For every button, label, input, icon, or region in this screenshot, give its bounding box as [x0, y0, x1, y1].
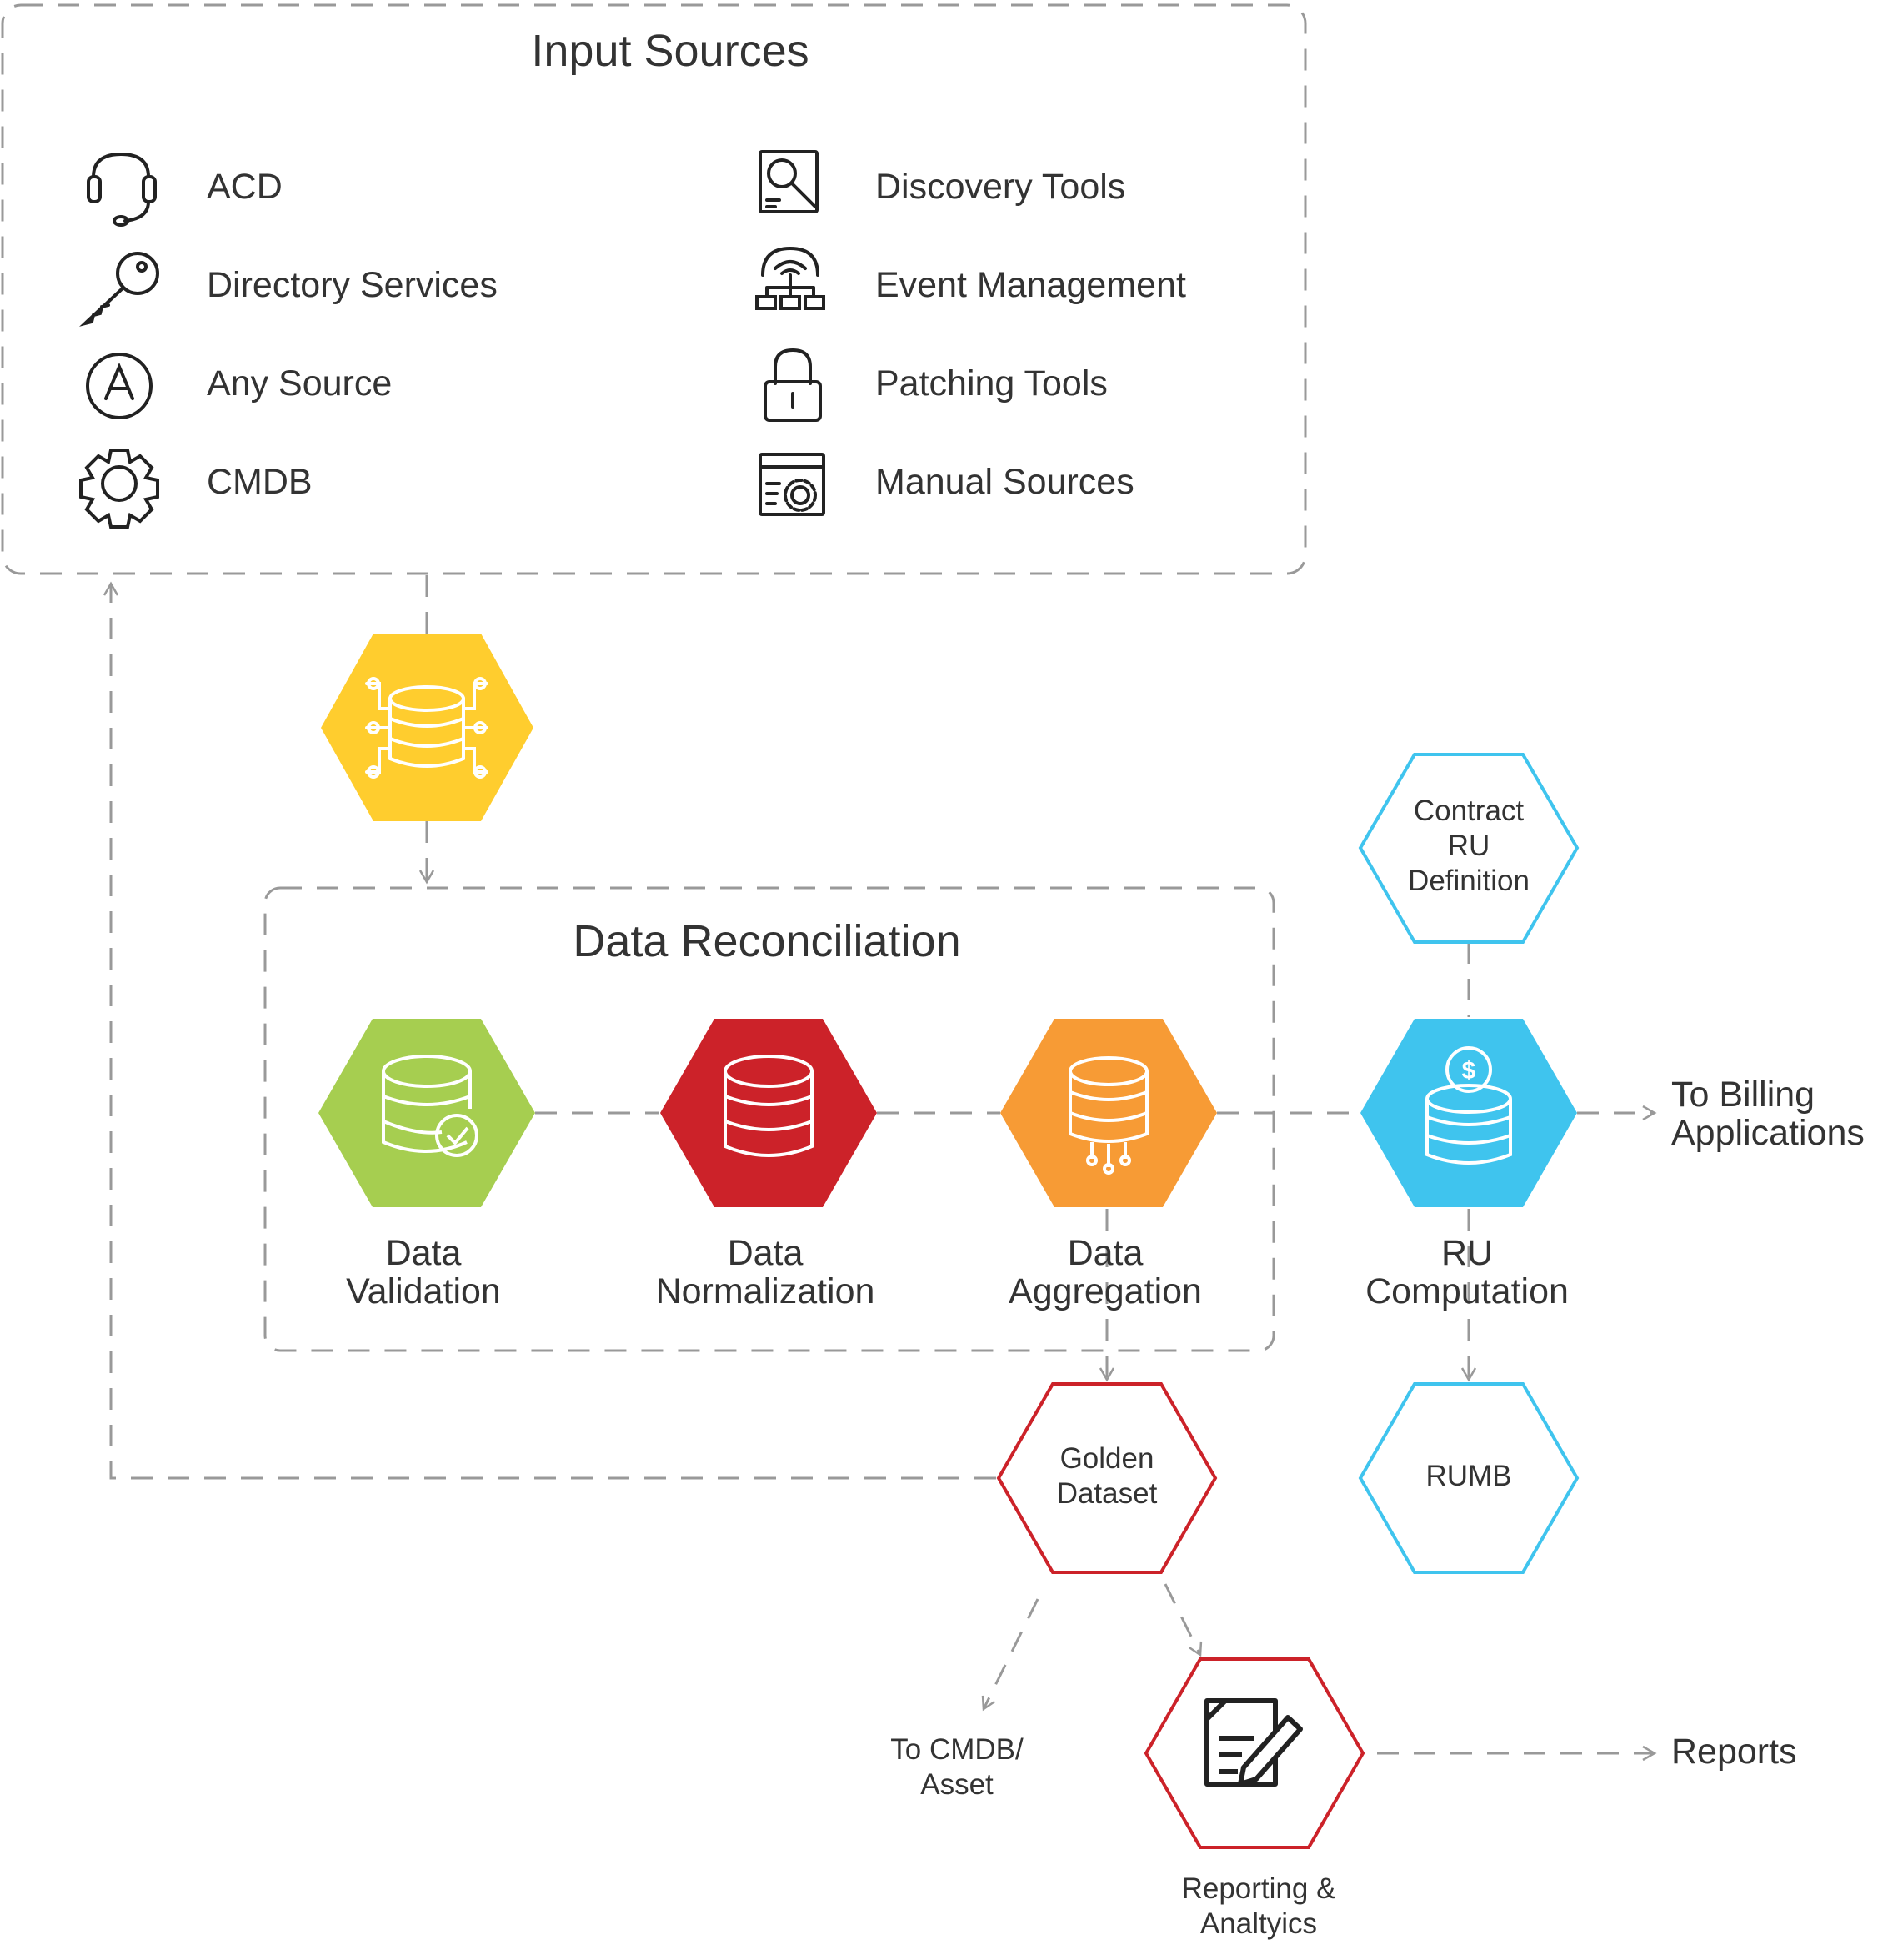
golden-dataset-hexagon — [996, 1382, 1218, 1574]
rumb-hexagon — [1358, 1382, 1580, 1574]
source-acd: ACD — [207, 167, 283, 207]
network-gear-icon — [755, 246, 825, 310]
aggregation-hexagon — [1000, 1019, 1217, 1207]
label-golden-dataset: Golden Dataset — [1056, 1442, 1158, 1510]
label-data-normalization: Data Normalization — [655, 1233, 875, 1311]
input-sources-box — [1, 3, 1307, 575]
data-reconciliation-title: Data Reconciliation — [573, 916, 961, 966]
label-rumb: RUMB — [1425, 1460, 1512, 1492]
input-sources-title: Input Sources — [531, 26, 809, 76]
connector-golden-to-cmdb — [981, 1598, 1039, 1712]
label-to-cmdb-asset: To CMDB/ Asset — [890, 1733, 1024, 1801]
validation-hexagon — [318, 1019, 535, 1207]
browser-settings-icon — [759, 453, 825, 516]
label-ru-computation: RU Computation — [1365, 1233, 1569, 1311]
gear-icon — [79, 449, 159, 529]
normalization-hexagon — [660, 1019, 877, 1207]
label-data-aggregation: Data Aggregation — [1009, 1233, 1202, 1311]
source-cmdb: CMDB — [207, 462, 313, 502]
source-manual-sources: Manual Sources — [875, 462, 1134, 502]
contract-ru-hexagon — [1358, 753, 1580, 944]
database-aggregate-icon — [1069, 1056, 1149, 1175]
connector-golden-loop-to-sources — [103, 581, 996, 1480]
source-event-management: Event Management — [875, 265, 1186, 305]
label-data-validation: Data Validation — [346, 1233, 501, 1311]
database-dollar-icon: $ — [1425, 1046, 1512, 1165]
key-icon — [78, 252, 159, 327]
database-icon — [724, 1055, 814, 1157]
padlock-icon — [764, 348, 822, 422]
document-search-icon — [759, 150, 819, 213]
circle-a-icon — [86, 353, 153, 419]
source-directory-services: Directory Services — [207, 265, 498, 305]
headset-icon — [87, 152, 157, 227]
source-any-source: Any Source — [207, 363, 393, 404]
source-discovery-tools: Discovery Tools — [875, 167, 1126, 207]
edit-document-icon — [1204, 1698, 1303, 1787]
svg-text:$: $ — [1462, 1057, 1476, 1085]
database-network-icon — [365, 677, 488, 779]
data-reconciliation-box — [263, 886, 1275, 1352]
connector-golden-to-reporting — [1164, 1583, 1203, 1657]
database-check-icon — [382, 1055, 478, 1157]
label-reports: Reports — [1671, 1732, 1797, 1772]
label-contract-ru-definition: Contract RU Definition — [1408, 795, 1530, 897]
source-patching-tools: Patching Tools — [875, 363, 1108, 404]
label-to-billing-applications: To Billing Applications — [1671, 1075, 1865, 1153]
label-reporting-analytics: Reporting & Analtyics — [1181, 1872, 1336, 1940]
